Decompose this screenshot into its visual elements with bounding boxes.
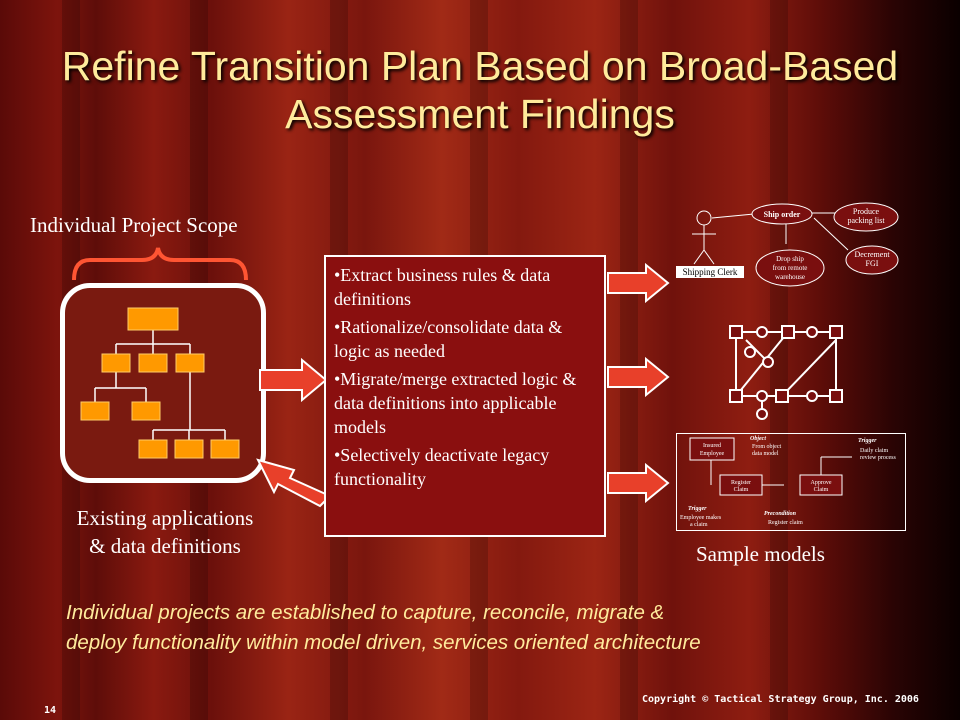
svg-text:Produce: Produce: [853, 207, 880, 216]
svg-text:Claim: Claim: [814, 487, 829, 493]
svg-text:review process: review process: [860, 455, 896, 461]
svg-text:Decrement: Decrement: [854, 250, 890, 259]
svg-text:data model: data model: [752, 451, 779, 457]
svg-text:FGI: FGI: [866, 259, 879, 268]
summary-text: Individual projects are established to c…: [66, 601, 701, 654]
svg-text:Drop ship: Drop ship: [776, 255, 804, 263]
bullet-item: •Migrate/merge extracted logic & data de…: [334, 369, 577, 437]
curtain-fold: [620, 0, 638, 720]
svg-text:Claim: Claim: [734, 487, 749, 493]
svg-text:warehouse: warehouse: [775, 273, 805, 281]
copyright-notice: Copyright © Tactical Strategy Group, Inc…: [642, 694, 919, 705]
svg-text:Register claim: Register claim: [768, 520, 803, 526]
svg-text:Trigger: Trigger: [858, 438, 877, 444]
curtain-fold: [770, 0, 788, 720]
svg-text:packing list: packing list: [847, 216, 885, 225]
arrow-right-icon: [259, 358, 328, 402]
org-chart-icon: [80, 307, 240, 459]
svg-text:from remote: from remote: [773, 264, 808, 272]
arrow-right-icon: [607, 357, 670, 397]
sample-models-label: Sample models: [696, 542, 825, 566]
bullet-item: •Selectively deactivate legacy functiona…: [334, 445, 550, 489]
use-case-ship-order: Ship order: [764, 210, 801, 219]
svg-text:Daily claim: Daily claim: [860, 448, 888, 454]
brace-icon: [72, 247, 248, 281]
bullet-item: •Rationalize/consolidate data & logic as…: [334, 317, 563, 361]
svg-text:Object: Object: [750, 436, 766, 442]
scope-label: Individual Project Scope: [30, 213, 238, 237]
slide-title: Refine Transition Plan Based on Broad-Ba…: [61, 43, 899, 137]
use-case-model: Shipping Clerk Ship order Produce packin…: [676, 202, 899, 287]
arrow-right-icon: [607, 263, 670, 303]
svg-text:a claim: a claim: [690, 522, 708, 528]
actor-label: Shipping Clerk: [683, 267, 738, 277]
bullet-item: •Extract business rules & data definitio…: [334, 265, 551, 309]
svg-text:Trigger: Trigger: [688, 506, 707, 512]
process-model-diagram: Insured Employee Object From object data…: [676, 433, 906, 531]
svg-text:From object: From object: [752, 444, 781, 450]
arrow-back-icon: [256, 458, 332, 508]
svg-text:Register: Register: [731, 480, 751, 486]
page-number: 14: [44, 705, 57, 716]
svg-text:Employee: Employee: [700, 451, 725, 457]
svg-text:Approve: Approve: [811, 480, 832, 486]
arrow-right-icon: [607, 463, 670, 503]
svg-text:Insured: Insured: [703, 443, 721, 449]
existing-apps-label: Existing applications & data definitions: [76, 506, 254, 558]
bullet-box: •Extract business rules & data definitio…: [324, 255, 606, 537]
svg-text:Precondition: Precondition: [764, 511, 797, 517]
existing-apps-box: [60, 283, 266, 483]
svg-text:Employee makes: Employee makes: [680, 515, 722, 521]
data-model-diagram: [729, 325, 843, 420]
